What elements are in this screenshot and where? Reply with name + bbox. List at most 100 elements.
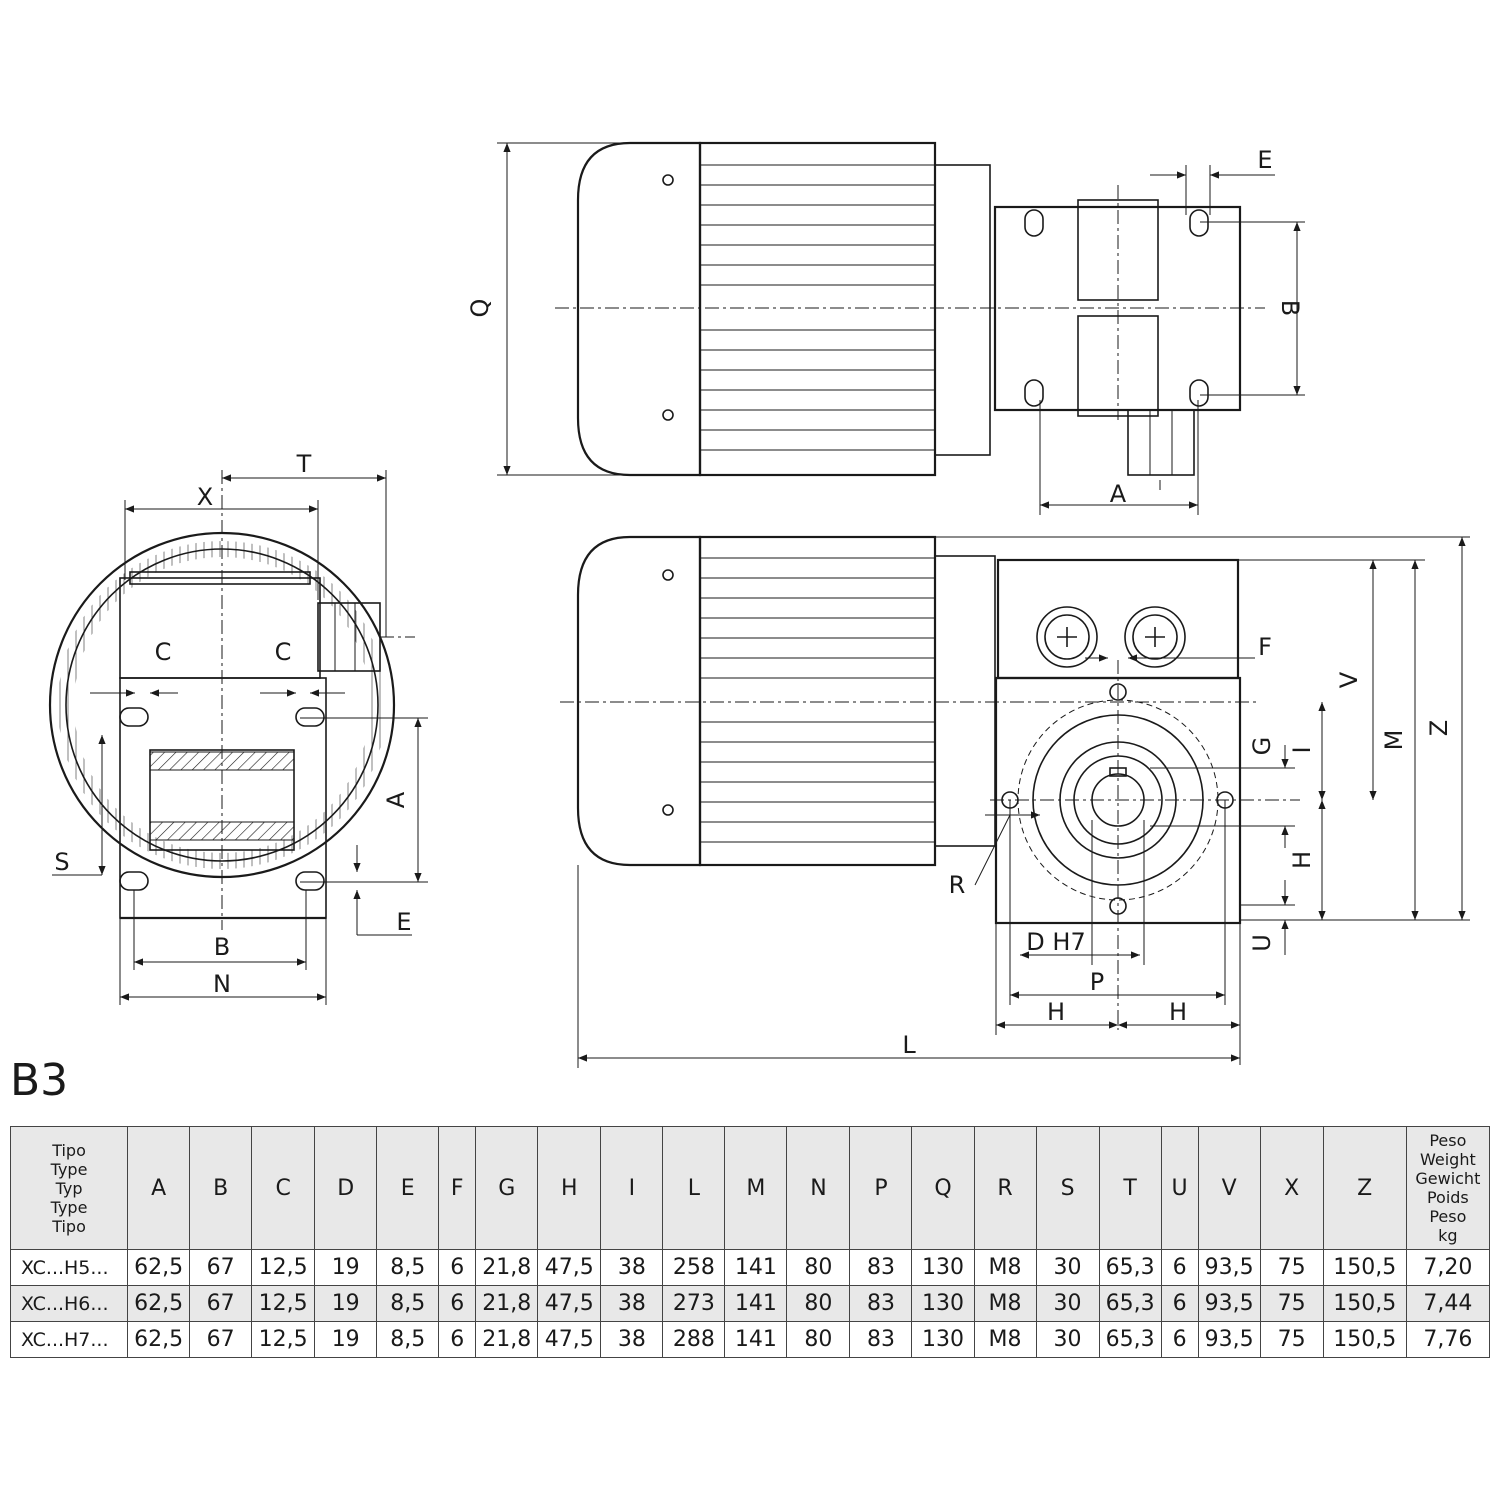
column-header: F — [438, 1126, 477, 1250]
weight-cell: 7,20 — [1405, 1249, 1491, 1286]
weight-header-line: Peso — [1429, 1131, 1467, 1150]
label-n: N — [213, 970, 231, 998]
label-l: L — [902, 1031, 916, 1059]
table-cell: 47,5 — [537, 1249, 602, 1286]
table-cell: 8,5 — [376, 1249, 440, 1286]
column-header: N — [786, 1126, 851, 1250]
motor-fins-top — [700, 164, 935, 451]
weight-header-line: kg — [1438, 1226, 1458, 1245]
table-cell: 75 — [1259, 1285, 1324, 1322]
column-header: M — [724, 1126, 788, 1250]
table-cell: 67 — [189, 1285, 253, 1322]
table-cell: 67 — [189, 1321, 253, 1358]
column-header: X — [1259, 1126, 1324, 1250]
motor-fins-front — [700, 557, 935, 843]
table-cell: 67 — [189, 1249, 253, 1286]
column-header: H — [537, 1126, 602, 1250]
label-r: R — [949, 871, 966, 899]
table-cell: 47,5 — [537, 1321, 602, 1358]
type-cell: XC...H5... — [9, 1249, 129, 1286]
table-cell: 258 — [662, 1249, 726, 1286]
top-view: Q E B A — [466, 141, 1305, 515]
table-cell: 30 — [1035, 1285, 1100, 1322]
table-cell: 141 — [724, 1321, 788, 1358]
table-cell: 62,5 — [127, 1249, 191, 1286]
table-cell: 65,3 — [1098, 1249, 1162, 1286]
weight-header-line: Gewicht — [1415, 1169, 1481, 1188]
table-row: XC...H7... 62,5 67 12,5 19 8,5 6 21,8 47… — [9, 1321, 1491, 1358]
label-g: G — [1248, 737, 1276, 756]
table-cell: 62,5 — [127, 1321, 191, 1358]
table-cell: 80 — [786, 1249, 851, 1286]
table-cell: 8,5 — [376, 1321, 440, 1358]
table-cell: 130 — [911, 1321, 975, 1358]
label-u: U — [1248, 934, 1276, 952]
label-z: Z — [1425, 720, 1453, 736]
label-q: Q — [466, 299, 494, 318]
table-cell: 65,3 — [1098, 1321, 1162, 1358]
column-header: P — [849, 1126, 913, 1250]
type-header-line: Typ — [55, 1178, 83, 1198]
table-cell: 80 — [786, 1285, 851, 1322]
column-header: Z — [1322, 1126, 1407, 1250]
table-row: XC...H5... 62,5 67 12,5 19 8,5 6 21,8 47… — [9, 1249, 1491, 1286]
table-cell: 93,5 — [1197, 1321, 1261, 1358]
label-e-top: E — [1257, 146, 1272, 174]
column-header: B — [189, 1126, 253, 1250]
table-cell: 141 — [724, 1249, 788, 1286]
type-header-line: Tipo — [52, 1216, 86, 1236]
label-f: F — [1258, 633, 1272, 661]
side-view: X T C C S A E B N — [48, 450, 428, 1005]
type-header-line: Tipo — [52, 1140, 86, 1160]
table-cell: 6 — [1160, 1321, 1199, 1358]
label-b-side: B — [214, 933, 230, 961]
front-view: F V M Z G I H U R D H7 P H H L — [560, 535, 1470, 1068]
type-cell: XC...H7... — [9, 1321, 129, 1358]
table-cell: 130 — [911, 1285, 975, 1322]
table-cell: M8 — [973, 1321, 1037, 1358]
label-m: M — [1380, 730, 1408, 751]
section-title: B3 — [10, 1055, 69, 1106]
table-cell: 21,8 — [475, 1285, 539, 1322]
table-cell: 80 — [786, 1321, 851, 1358]
column-header: A — [127, 1126, 191, 1250]
column-header: U — [1160, 1126, 1199, 1250]
type-column-header: Tipo Type Typ Type Tipo — [9, 1126, 129, 1250]
table-cell: 30 — [1035, 1321, 1100, 1358]
column-header: R — [973, 1126, 1037, 1250]
label-h-vertical: H — [1288, 851, 1316, 869]
label-v: V — [1335, 671, 1363, 688]
column-header: T — [1098, 1126, 1162, 1250]
table-cell: 19 — [314, 1285, 378, 1322]
table-cell: M8 — [973, 1285, 1037, 1322]
table-cell: 273 — [662, 1285, 726, 1322]
label-b-top: B — [1276, 300, 1304, 316]
table-cell: 93,5 — [1197, 1249, 1261, 1286]
type-header-line: Type — [50, 1197, 88, 1217]
table-cell: M8 — [973, 1249, 1037, 1286]
table-cell: 47,5 — [537, 1285, 602, 1322]
table-cell: 93,5 — [1197, 1285, 1261, 1322]
table-cell: 12,5 — [251, 1285, 316, 1322]
table-cell: 83 — [849, 1321, 913, 1358]
column-header: E — [376, 1126, 440, 1250]
technical-drawing: X T C C S A E B N — [48, 141, 1470, 1068]
label-d-h7: D H7 — [1026, 928, 1085, 956]
weight-header-line: Poids — [1426, 1188, 1469, 1207]
table-cell: 21,8 — [475, 1249, 539, 1286]
label-e-side: E — [396, 908, 411, 936]
type-cell: XC...H6... — [9, 1285, 129, 1322]
table-cell: 83 — [849, 1285, 913, 1322]
column-header: S — [1035, 1126, 1100, 1250]
table-cell: 288 — [662, 1321, 726, 1358]
label-a-top: A — [1110, 480, 1127, 508]
weight-column-header: Peso Weight Gewicht Poids Peso kg — [1405, 1126, 1491, 1250]
table-cell: 38 — [600, 1249, 664, 1286]
table-cell: 12,5 — [251, 1321, 316, 1358]
table-header-row: Tipo Type Typ Type Tipo A B C D E F G H … — [9, 1126, 1491, 1250]
label-s: S — [54, 848, 69, 876]
table-row: XC...H6... 62,5 67 12,5 19 8,5 6 21,8 47… — [9, 1285, 1491, 1322]
label-h-left: H — [1047, 998, 1065, 1026]
table-cell: 6 — [438, 1285, 477, 1322]
table-cell: 19 — [314, 1321, 378, 1358]
